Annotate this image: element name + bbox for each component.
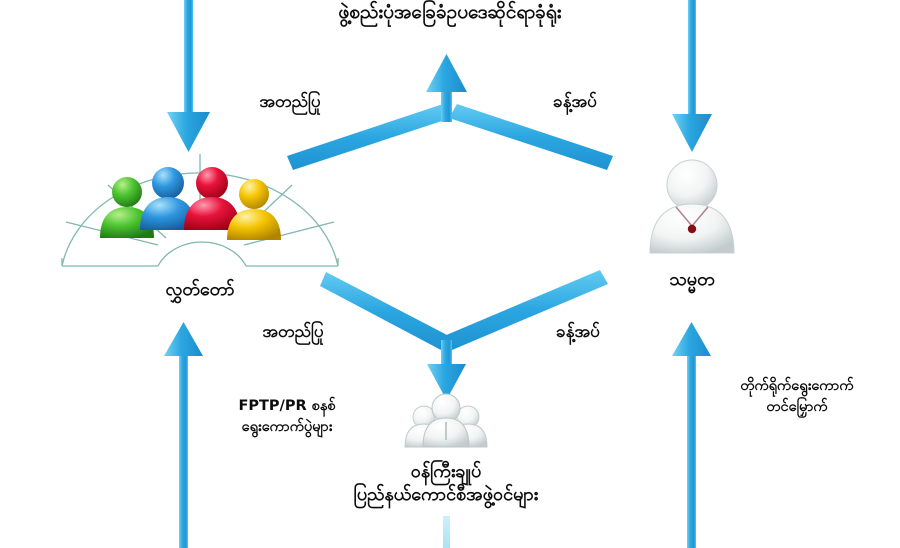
side-label-election-system-line2: ရွေးကောက်ပွဲများ [241,419,333,436]
parliament-member-yellow-icon [227,179,281,240]
node-label-chief-minister: ဝန်ကြီးချုပ် ပြည်နယ်ကောင်စီအဖွဲ့ဝင်များ [296,460,596,506]
edge-label-lower-right: ခန့်အပ် [556,322,600,342]
side-label-direct-election: တိုက်ရိုက်ရွေးကောက် တင်မြှောက် [692,376,900,418]
arrow-up-elections-to-parliament [164,322,203,548]
edge-label-lower-left: အတည်ပြု [262,322,324,342]
edge-label-upper-left: အတည်ပြု [259,92,321,112]
bottom-center-connector-stub [443,516,450,548]
node-label-chief-minister-line2: ပြည်နယ်ကောင်စီအဖွဲ့ဝင်များ [353,484,539,506]
side-label-election-system-line1: FPTP/PR စနစ် [238,398,336,414]
side-label-election-system: FPTP/PR စနစ် ရွေးကောက်ပွဲများ [192,396,382,438]
parliament-member-green-icon [100,177,154,238]
side-label-direct-election-line1: တိုက်ရိုက်ရွေးကောက် [740,378,854,394]
president-person-icon [649,159,735,254]
node-label-parliament: လွှတ်တော် [165,279,235,300]
edge-label-upper-right: ခန့်အပ် [553,92,597,112]
node-label-president: သမ္မတ [669,269,715,290]
diagram-title: ဖွဲ့စည်းပုံအခြေခံဥပဒေဆိုင်ရာခုံရုံး [338,1,562,23]
arrow-merge-up-to-tribunal [287,54,613,170]
node-label-chief-minister-line1: ဝန်ကြီးချုပ် [410,461,482,482]
people-group-icon [404,393,488,448]
arrow-down-to-parliament [167,0,210,152]
side-label-direct-election-line2: တင်မြှောက် [766,399,828,416]
arrow-merge-down-to-chief-minister [320,270,608,400]
arrow-up-direct-election-to-president [672,322,711,548]
parliament-member-red-icon [184,167,240,230]
arrow-down-to-president [672,0,712,152]
parliament-member-blue-icon [140,167,196,230]
